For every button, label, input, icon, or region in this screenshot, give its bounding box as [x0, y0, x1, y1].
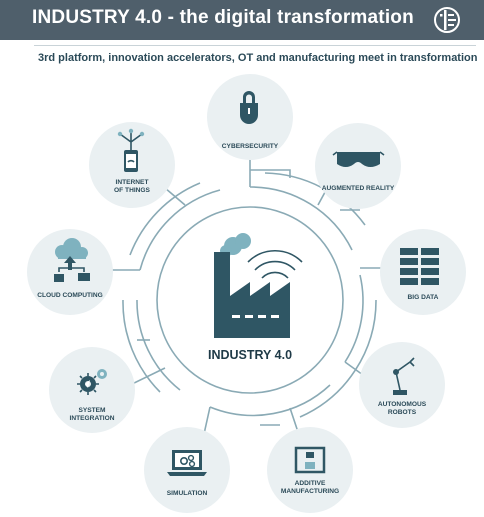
node-label: SIMULATION — [167, 490, 208, 497]
connector — [129, 367, 166, 386]
inner-ring — [156, 206, 344, 394]
node-label: INTERNET — [116, 179, 149, 186]
ring-segment — [122, 299, 161, 393]
ring-segment — [249, 186, 353, 251]
node-label: ROBOTS — [388, 409, 417, 416]
node-label: MANUFACTURING — [281, 488, 339, 495]
node-label: BIG DATA — [408, 294, 439, 301]
factory-wifi-icon — [214, 233, 303, 338]
node-cloud-computing: CLOUD COMPUTING — [27, 229, 113, 315]
ring-segment — [129, 182, 201, 256]
node-label: AUGMENTED REALITY — [322, 185, 395, 192]
ring-segment — [136, 299, 181, 391]
ring-segment — [344, 274, 364, 363]
node-big-data: BIG DATA — [380, 229, 466, 315]
node-additive-manufacturing: ADDITIVE MANUFACTURING — [267, 427, 353, 513]
ring-segment — [209, 384, 331, 417]
robot-arm-icon — [393, 357, 415, 395]
cloud-devices-icon — [54, 238, 90, 282]
smartphone-network-icon — [117, 128, 145, 172]
header-bar: INDUSTRY 4.0 - the digital transformatio… — [0, 0, 484, 40]
node-simulation: SIMULATION — [144, 427, 230, 513]
node-label: ADDITIVE — [295, 480, 326, 487]
server-rack-icon — [400, 248, 439, 285]
node-label: AUTONOMOUS — [378, 401, 427, 408]
node-label: SYSTEM — [78, 407, 106, 414]
header-divider — [34, 45, 476, 46]
connector — [250, 169, 291, 178]
3d-printer-icon — [294, 446, 326, 474]
node-autonomous-robots: AUTONOMOUS ROBOTS — [359, 342, 445, 428]
subtitle: 3rd platform, innovation accelerators, O… — [38, 52, 478, 64]
node-label: CYBERSECURITY — [222, 143, 279, 150]
node-augmented-reality: AUGMENTED REALITY — [315, 123, 401, 209]
vr-headset-icon — [332, 151, 385, 167]
node-label: CLOUD COMPUTING — [37, 292, 103, 299]
connector — [164, 187, 186, 206]
page-title: INDUSTRY 4.0 - the digital transformatio… — [32, 7, 414, 28]
gears-icon — [77, 369, 107, 395]
laptop-gears-icon — [167, 450, 207, 476]
node-system-integration: SYSTEM INTEGRATION — [49, 347, 135, 433]
i-scoop-logo-icon — [434, 7, 460, 33]
ring-segment — [139, 189, 221, 271]
node-label: INTEGRATION — [70, 415, 115, 422]
node-internet-of-things: INTERNET OF THINGS — [89, 122, 175, 208]
shield-lock-icon — [243, 91, 255, 103]
node-label: OF THINGS — [114, 187, 151, 194]
center-label: INDUSTRY 4.0 — [208, 348, 292, 362]
node-cybersecurity: CYBERSECURITY — [207, 74, 293, 160]
